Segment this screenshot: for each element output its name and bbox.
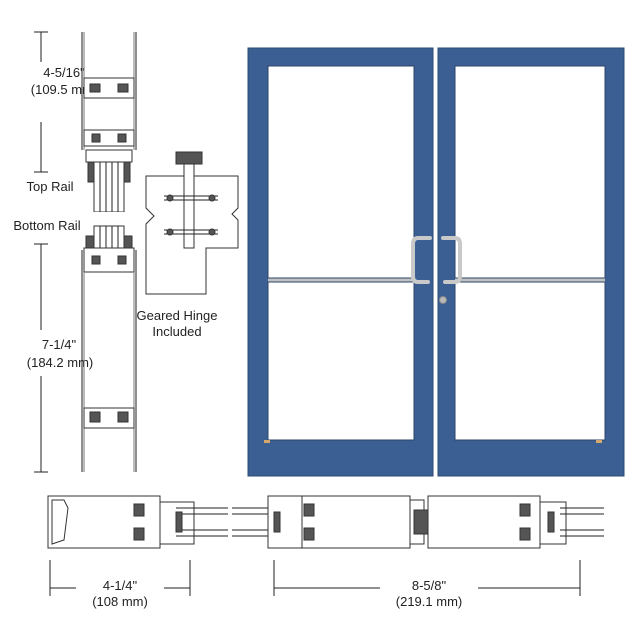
top-rail-dimension-fraction: 4-5/16" [43,65,85,80]
stile-dimension-fraction: 4-1/4" [103,578,138,593]
hinge-label-line2: Included [152,324,201,339]
rail-dimension-lines [34,31,66,473]
door-left [247,47,434,477]
meeting-stile-dimension-fraction: 8-5/8" [412,578,447,593]
pull-handle-right [441,236,462,284]
vertical-rail-section [81,32,138,472]
bottom-rail-label: Bottom Rail [13,218,80,233]
top-rail-label: Top Rail [27,179,74,194]
lock-cylinder-icon [439,296,447,304]
door-right [437,47,625,477]
meeting-stile-dimension-metric: (219.1 mm) [396,594,462,609]
bottom-rail-dimension-metric: (184.2 mm) [27,355,93,370]
geared-hinge-detail [145,151,239,295]
stile-dimension-lines [49,560,581,596]
bottom-rail-dimension-fraction: 7-1/4" [42,337,77,352]
stile-dimension-metric: (108 mm) [92,594,148,609]
top-rail-dimension-metric: (109.5 mm) [31,82,97,97]
stile-section-left [47,495,228,549]
hinge-label-line1: Geared Hinge [137,308,218,323]
meeting-stile-section [232,495,604,549]
pull-handle-left [411,236,432,284]
